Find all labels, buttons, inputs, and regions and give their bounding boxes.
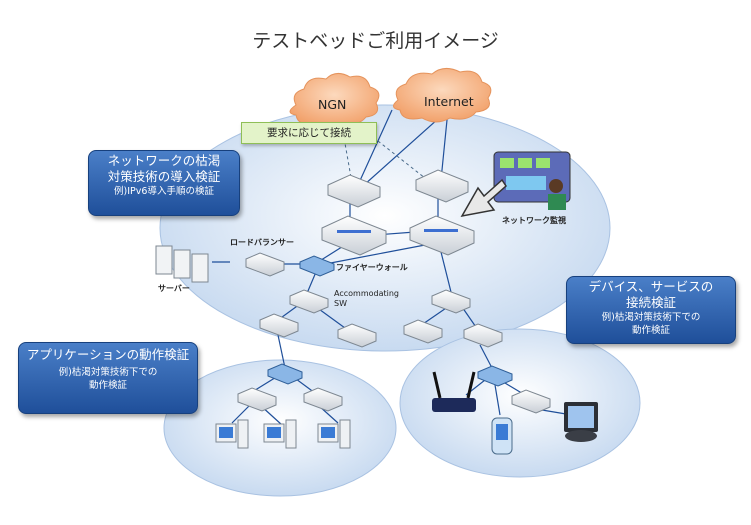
monitoring-label: ネットワーク監視 bbox=[502, 216, 566, 225]
switch-led-strips bbox=[337, 229, 458, 233]
callout-device-sub1: 例)枯渇対策技術下での bbox=[601, 312, 701, 323]
firewall-icon bbox=[299, 255, 335, 277]
callout-exhaustion-line1: ネットワークの枯渇 bbox=[107, 153, 221, 168]
callout-app-line1: アプリケーションの動作検証 bbox=[26, 347, 190, 362]
callout-app-sub2: 動作検証 bbox=[88, 380, 127, 391]
callout-app-sub1: 例)枯渇対策技術下での bbox=[58, 367, 158, 378]
callout-device: デバイス、サービスの 接続検証 例)枯渇対策技術下での 動作検証 bbox=[566, 276, 736, 344]
callout-app: アプリケーションの動作検証 例)枯渇対策技術下での 動作検証 bbox=[18, 342, 198, 414]
accommodating-sw-label: Accommodating SW bbox=[334, 289, 399, 308]
wireless-router-icon bbox=[432, 371, 476, 412]
internet-label: Internet bbox=[424, 94, 474, 109]
tv-icon bbox=[564, 402, 598, 442]
ngn-label: NGN bbox=[318, 97, 347, 112]
main-network-island bbox=[159, 104, 611, 352]
internet-cloud bbox=[393, 68, 492, 123]
callout-device-sub2: 動作検証 bbox=[631, 325, 670, 336]
mobile-device-icon bbox=[491, 417, 513, 455]
switch-devices bbox=[237, 169, 551, 414]
server-label: サーバー bbox=[158, 284, 190, 293]
monitoring-arrow bbox=[460, 178, 507, 218]
monitoring-operator-icon bbox=[493, 151, 571, 210]
connect-on-demand-badge: 要求に応じて接続 bbox=[241, 122, 377, 144]
callout-exhaustion-line2: 対策技術の導入検証 bbox=[107, 169, 221, 184]
server-icon bbox=[155, 245, 209, 283]
hub-icons bbox=[267, 363, 513, 387]
callout-exhaustion-sub: 例)IPv6導入手順の検証 bbox=[114, 186, 214, 197]
callout-device-line2: 接続検証 bbox=[625, 295, 676, 310]
callout-device-line1: デバイス、サービスの bbox=[588, 279, 714, 294]
firewall-label: ファイヤーウォール bbox=[336, 263, 408, 272]
page-title: テストベッドご利用イメージ bbox=[252, 30, 499, 52]
callout-exhaustion: ネットワークの枯渇 対策技術の導入検証 例)IPv6導入手順の検証 bbox=[88, 150, 240, 216]
load-balancer-label: ロードバランサー bbox=[230, 238, 294, 247]
